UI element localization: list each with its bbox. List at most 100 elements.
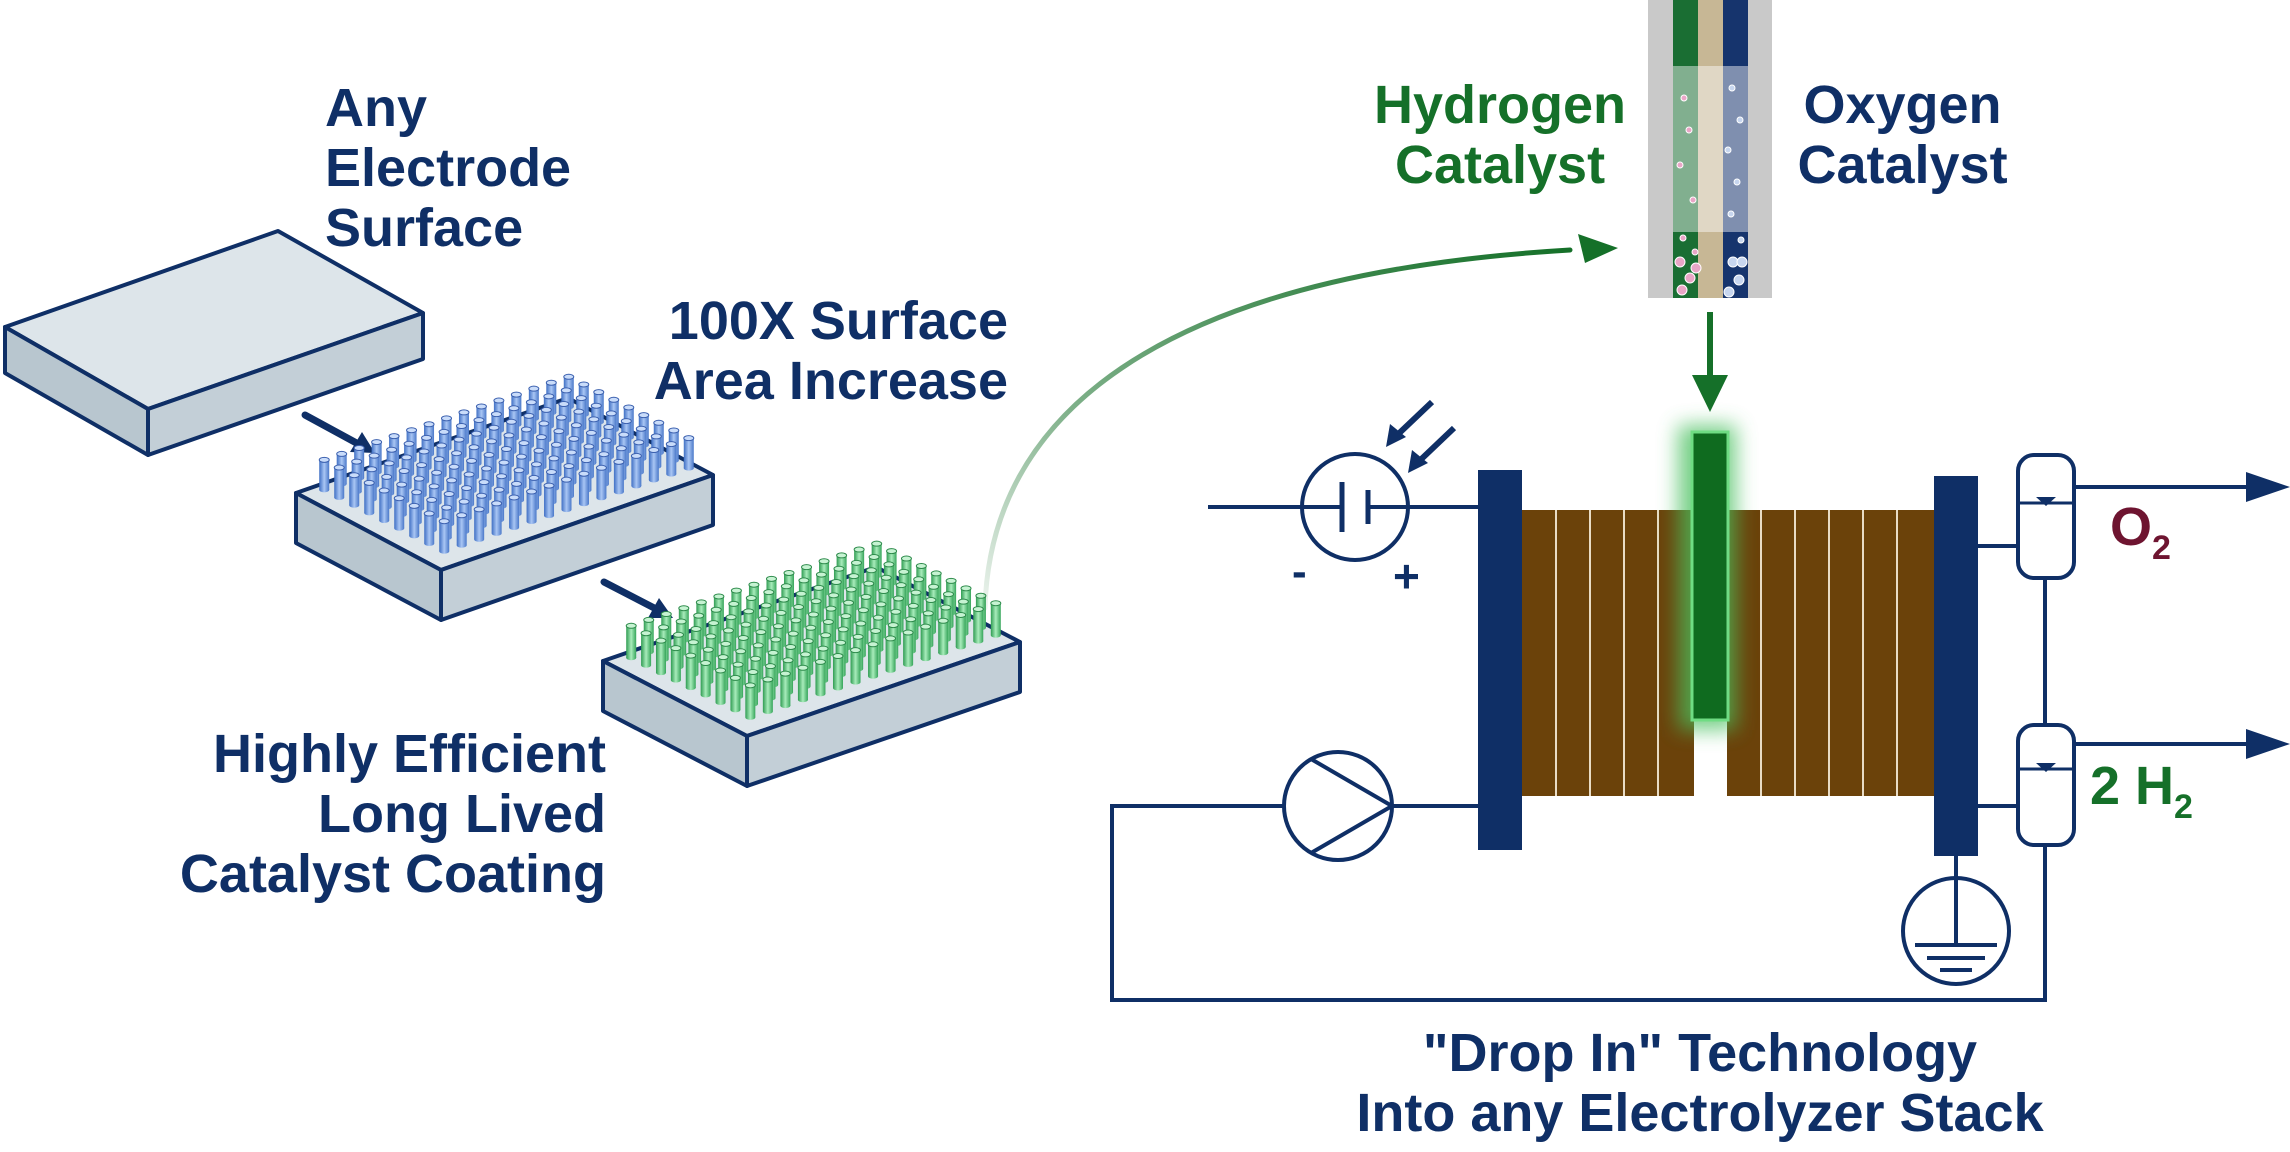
hydrogen-bubble	[1691, 248, 1699, 256]
gas-bubbles	[1674, 84, 1748, 298]
drop-in-line-2: Into any Electrolyzer Stack	[1356, 1083, 2044, 1143]
drop-in-line-1: "Drop In" Technology	[1422, 1023, 1978, 1083]
hydrogen-bubble	[1685, 126, 1693, 134]
o2-symbol: O	[2110, 497, 2153, 557]
battery-light-icon	[1300, 399, 1457, 562]
blue-nanorod	[578, 470, 590, 507]
green-nanorod	[885, 635, 897, 673]
green-nanorod	[685, 652, 697, 691]
oxygen-catalyst-label: Oxygen Catalyst	[1770, 75, 2035, 195]
hydrogen-catalyst-label: Hydrogen Catalyst	[1350, 75, 1650, 195]
battery-plus-label: +	[1393, 550, 1420, 602]
blue-nanorod	[333, 464, 345, 501]
catalyst-coating-line-1: Highly Efficient	[212, 724, 606, 784]
blue-nanorod	[348, 472, 360, 508]
hydrogen-bubble	[1679, 234, 1687, 242]
oxygen-catalyst-line-2: Catalyst	[1797, 135, 2008, 195]
nanostructured-electrode-slab	[294, 373, 715, 622]
drop-in-technology-label: "Drop In" Technology Into any Electrolyz…	[1300, 1023, 2100, 1143]
surface-increase-line-1: 100X Surface	[668, 291, 1008, 351]
oxygen-bubble	[1723, 286, 1735, 298]
oxygen-bubble	[1736, 116, 1744, 124]
green-nanorod	[955, 611, 967, 650]
green-nanorod	[655, 637, 667, 676]
any-electrode-line-2: Electrode	[325, 138, 572, 198]
blue-nanorod	[456, 512, 468, 548]
green-nanorod	[850, 647, 862, 685]
green-nanorod	[972, 606, 984, 644]
green-nanorod	[902, 629, 914, 668]
catalyst-coating-line-3: Catalyst Coating	[179, 844, 606, 904]
green-nanorod	[715, 667, 727, 705]
oxygen-bubble	[1737, 236, 1745, 244]
hydrogen-bubble	[1676, 284, 1688, 296]
hydrogen-bubble	[1680, 94, 1688, 102]
light-arrow-head-2	[1408, 450, 1428, 473]
hydrogen-bubble	[1684, 272, 1696, 284]
blue-nanorod	[630, 452, 642, 489]
blue-nanorod	[378, 487, 390, 524]
green-nanorod	[729, 674, 741, 713]
o2-subscript: 2	[2152, 529, 2171, 567]
blue-nanorod-array	[318, 373, 695, 554]
blue-nanorod	[648, 447, 660, 483]
blue-nanorod	[561, 476, 572, 513]
hydrogen-bubble	[1690, 262, 1702, 274]
any-electrode-line-3: Surface	[325, 198, 524, 258]
oxygen-bubble	[1733, 274, 1745, 286]
light-arrow-head-1	[1386, 424, 1406, 447]
h2-subscript: 2	[2174, 788, 2193, 826]
green-nanorod	[867, 641, 879, 679]
green-nanorod	[700, 660, 712, 698]
green-nanorod	[625, 622, 637, 661]
surface-increase-line-2: Area Increase	[653, 351, 1008, 411]
any-electrode-label: Any Electrode Surface	[325, 78, 571, 258]
hydrogen-catalyst-line-2: Catalyst	[1394, 135, 1606, 195]
hydrogen-bubble	[1689, 196, 1697, 204]
any-electrode-line-1: Any	[325, 78, 428, 138]
green-nanorod-array	[625, 540, 1002, 720]
green-nanorod	[744, 682, 756, 720]
green-nanorod	[762, 676, 774, 714]
green-nanorod	[814, 658, 826, 697]
ground-icon	[1901, 876, 2011, 986]
pump-icon	[1282, 750, 1396, 862]
blue-nanorod	[473, 506, 485, 542]
catalyst-coating-line-2: Long Lived	[318, 784, 606, 844]
green-nanorod	[797, 664, 809, 703]
battery-minus-label: -	[1292, 547, 1307, 596]
oxygen-bubble	[1727, 210, 1735, 218]
surface-increase-label: 100X Surface Area Increase	[654, 291, 1008, 411]
green-nanorod	[990, 600, 1002, 638]
membrane-detail-strip	[1648, 0, 1772, 298]
blue-nanorod	[491, 500, 503, 536]
blue-nanorod	[683, 435, 695, 471]
h2-symbol: 2 H	[2090, 756, 2175, 816]
catalyst-coating-label: Highly Efficient Long Lived Catalyst Coa…	[180, 724, 606, 904]
green-nanorod	[779, 670, 791, 709]
coated-electrode-slab	[601, 540, 1022, 788]
o2-separator-tank-icon	[2016, 453, 2076, 580]
o2-output-label: O2	[2110, 497, 2171, 565]
plain-electrode-slab	[3, 229, 425, 457]
blue-nanorod	[363, 479, 375, 516]
oxygen-bubble	[1736, 256, 1748, 268]
blue-nanorod	[613, 458, 625, 495]
oxygen-catalyst-line-1: Oxygen	[1803, 75, 2002, 135]
green-nanorod	[670, 645, 682, 683]
hydrogen-bubble	[1674, 256, 1686, 268]
h2-output-label: 2 H2	[2090, 756, 2193, 824]
blue-nanorod	[526, 488, 538, 525]
circuit-wiring	[1110, 505, 2047, 1002]
hydrogen-catalyst-line-1: Hydrogen	[1373, 75, 1627, 135]
blue-nanorod	[423, 510, 435, 547]
oxygen-bubble	[1728, 84, 1736, 92]
blue-nanorod	[408, 502, 420, 539]
blue-nanorod	[595, 464, 607, 501]
green-nanorod	[920, 623, 932, 662]
blue-nanorod	[508, 494, 520, 530]
blue-nanorod	[438, 518, 450, 554]
o2-outlet-arrow	[2074, 472, 2290, 502]
